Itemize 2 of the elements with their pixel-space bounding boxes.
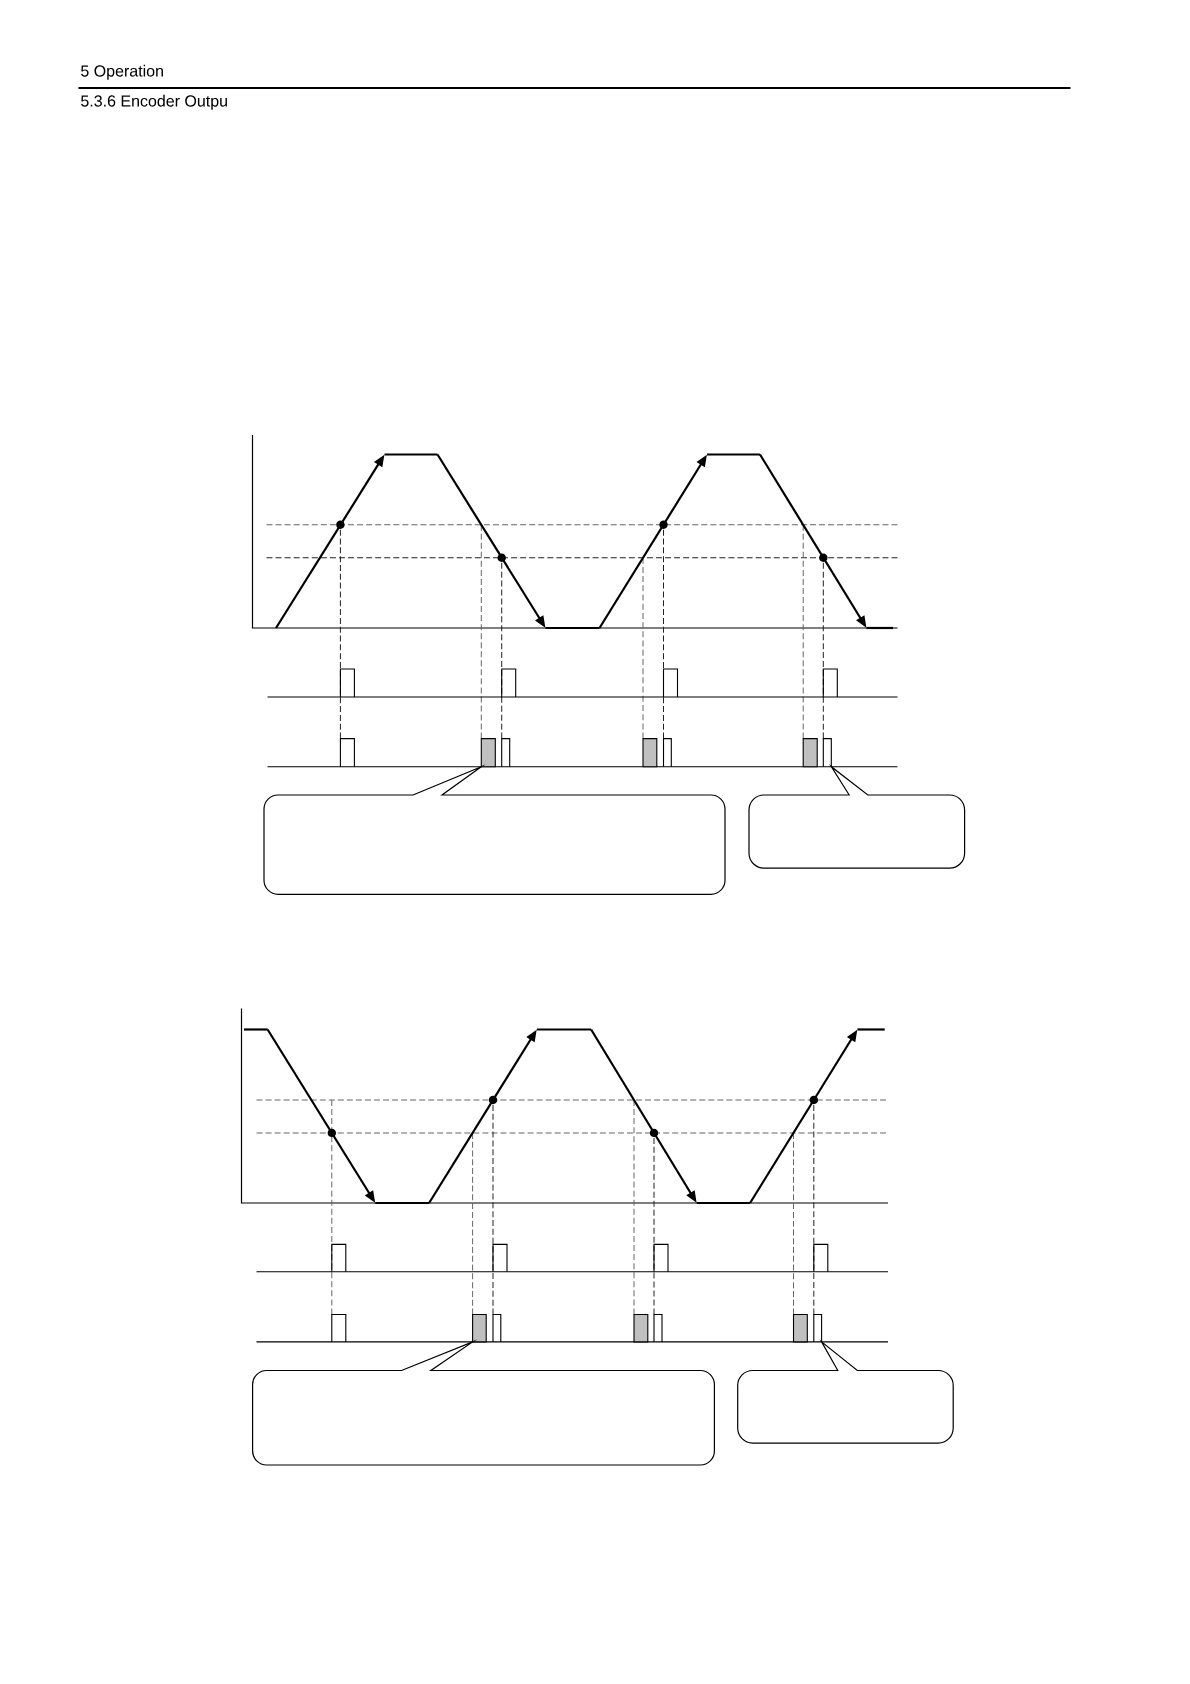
chapter-heading: 5 Operation [81,64,163,80]
section-heading: 5.3.6 Encoder Outpu [81,94,227,110]
